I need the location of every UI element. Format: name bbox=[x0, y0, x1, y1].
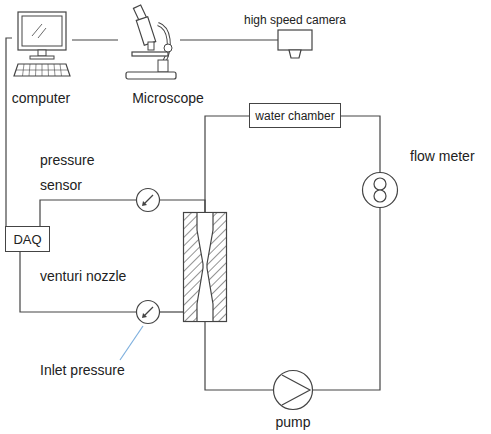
pipe-connector bbox=[40, 200, 136, 226]
node-label: computer bbox=[8, 90, 74, 106]
connector-line bbox=[20, 252, 136, 312]
flow-meter-symbol bbox=[362, 172, 398, 208]
connector-line bbox=[205, 322, 273, 390]
pipe-connector bbox=[6, 38, 12, 226]
node-label: pressure sensor bbox=[40, 148, 104, 198]
pipe-connector bbox=[72, 40, 118, 41]
leader-line bbox=[120, 326, 143, 360]
connector-line bbox=[160, 311, 183, 312]
connector-line bbox=[205, 116, 249, 212]
pressure-gauge bbox=[136, 300, 160, 324]
node-label: high speed camera bbox=[228, 12, 362, 28]
pump-symbol: pump bbox=[273, 370, 313, 410]
pressure-gauge bbox=[136, 188, 160, 212]
camera-icon: high speed camera bbox=[278, 30, 312, 58]
connector-line bbox=[341, 116, 380, 172]
node-label: pump bbox=[263, 414, 323, 430]
pipe-connector bbox=[313, 208, 380, 390]
pipe-connector bbox=[160, 312, 183, 313]
venturi-nozzle bbox=[183, 212, 227, 322]
pipe-connector bbox=[20, 252, 136, 312]
connector-line bbox=[72, 39, 118, 40]
pump-symbol bbox=[273, 370, 313, 410]
node-label: venturi nozzle bbox=[40, 268, 126, 284]
flow-meter-symbol: flow meter bbox=[362, 172, 398, 208]
microscope-icon bbox=[118, 4, 180, 80]
connector-line bbox=[180, 39, 278, 40]
pipe-connector bbox=[205, 322, 273, 390]
microscope-icon: Microscope bbox=[118, 4, 180, 80]
pipe-connector bbox=[341, 116, 380, 172]
pressure-gauge: pressure sensor bbox=[136, 188, 160, 212]
daq-box: DAQ bbox=[5, 226, 50, 252]
pressure-gauge: Inlet pressure bbox=[136, 300, 160, 324]
node-label: flow meter bbox=[410, 148, 475, 164]
node-label: Microscope bbox=[126, 90, 210, 106]
connector-line bbox=[160, 200, 205, 212]
pipe-connector bbox=[160, 200, 205, 212]
connector-line bbox=[313, 208, 380, 390]
computer-icon bbox=[12, 12, 72, 78]
venturi-nozzle: venturi nozzle bbox=[183, 212, 227, 322]
pipe-connector bbox=[205, 116, 249, 212]
pipe-connector bbox=[180, 40, 278, 41]
node-label: DAQ bbox=[6, 227, 49, 251]
node-label: water chamber bbox=[250, 104, 339, 127]
node-label: Inlet pressure bbox=[40, 362, 125, 378]
water-chamber-box: water chamber bbox=[249, 103, 340, 128]
connector-line bbox=[6, 38, 12, 226]
camera-icon bbox=[278, 30, 312, 58]
connector-line bbox=[40, 200, 136, 226]
computer-icon: computer bbox=[12, 12, 72, 78]
